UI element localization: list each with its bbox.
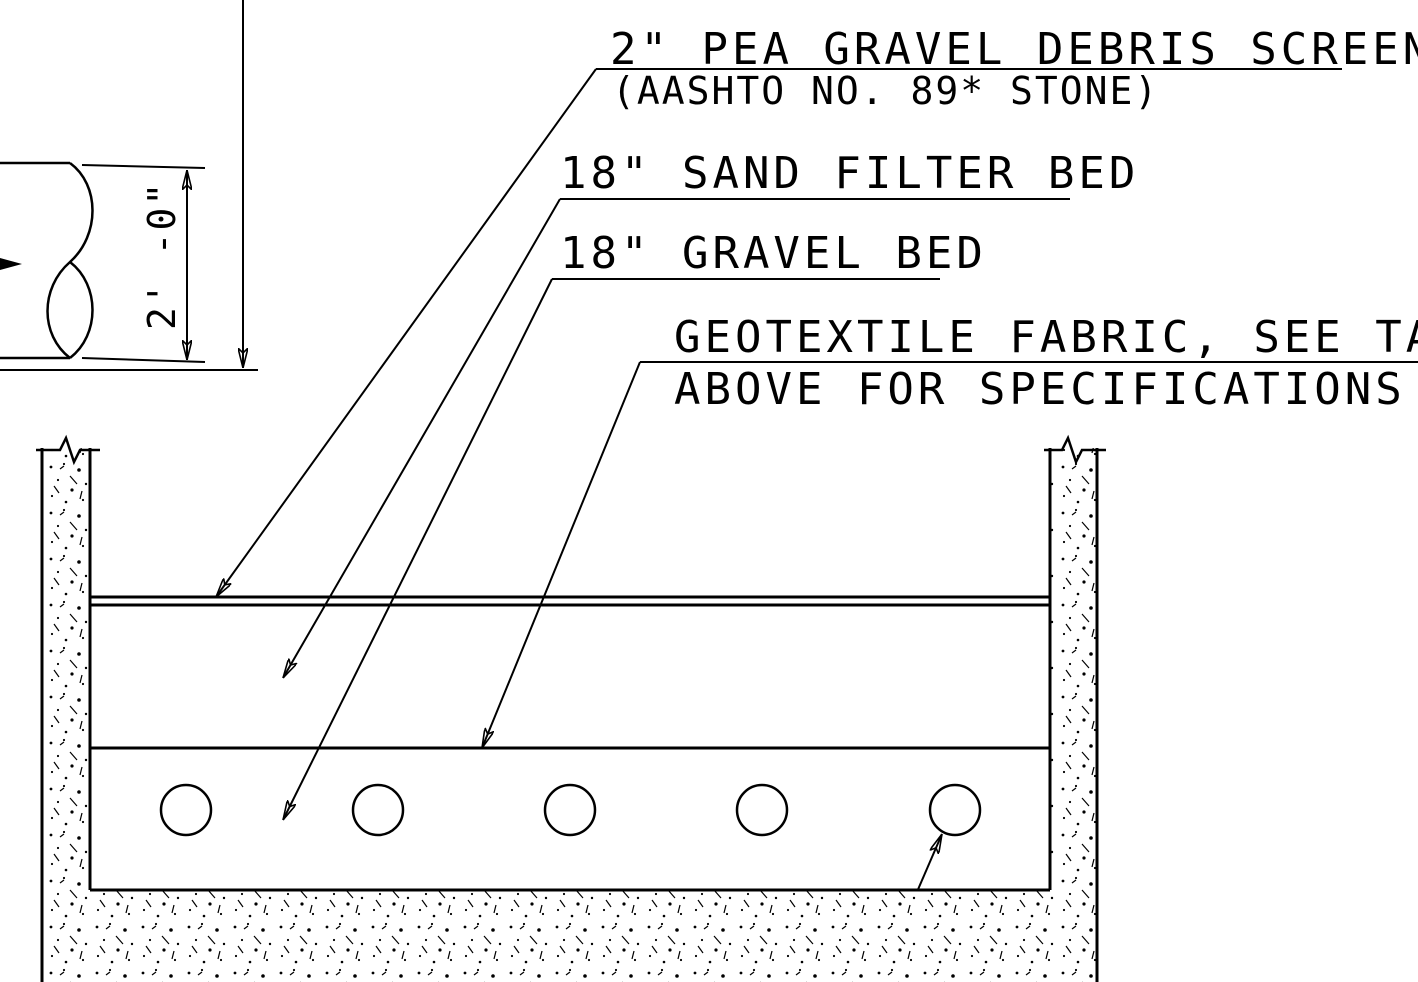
label-geotextile: GEOTEXTILE FABRIC, SEE TABLE [674, 312, 1418, 363]
underdrain-pipe [735, 783, 789, 837]
dimension-extension-top [81, 164, 206, 169]
pipe-break-curve-inner [69, 261, 94, 359]
underdrain-pipe [928, 783, 982, 837]
leader-lines [215, 68, 943, 982]
leader-geotextile [481, 361, 641, 748]
callouts: 2" PEA GRAVEL DEBRIS SCREEN (AASHTO NO. … [552, 24, 1418, 415]
label-specifications: ABOVE FOR SPECIFICATIONS [674, 364, 1406, 415]
leader-pea-gravel [215, 68, 597, 597]
label-pea-gravel: 2" PEA GRAVEL DEBRIS SCREEN [610, 24, 1418, 75]
label-sand-filter: 18" SAND FILTER BED [560, 148, 1139, 199]
leader-gravel-bed [282, 278, 553, 820]
underdrain-pipe [543, 783, 597, 837]
pipe-inset: 2' -0" [0, 0, 258, 371]
dimension-label: 2' -0" [140, 181, 184, 330]
pipe-arrowhead [0, 258, 22, 270]
underdrain-pipe [351, 783, 405, 837]
underdrain-pipes [159, 783, 982, 837]
pipe-break-curve-outer [46, 161, 94, 359]
right-break-symbol [1044, 434, 1106, 466]
label-gravel-bed: 18" GRAVEL BED [560, 228, 987, 279]
dimension-extension-bottom [81, 357, 206, 363]
underdrain-pipe [159, 783, 213, 837]
label-aashto: (AASHTO NO. 89* STONE) [612, 69, 1159, 113]
left-break-symbol [36, 434, 100, 466]
concrete-walls [42, 448, 1097, 982]
concrete-vault [36, 434, 1106, 982]
filter-layers [90, 595, 1050, 750]
